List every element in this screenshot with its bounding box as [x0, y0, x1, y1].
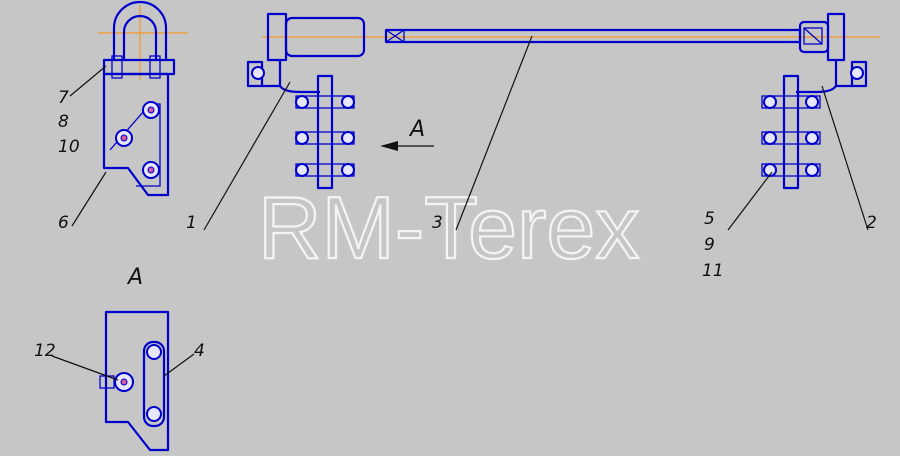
clamp-nut	[111, 55, 123, 79]
section-label: A	[126, 265, 143, 290]
nut	[295, 131, 309, 145]
nut	[805, 163, 819, 177]
view-arrow: A	[380, 117, 434, 151]
slot-bolt	[146, 406, 162, 422]
clamp-bolt	[102, 58, 176, 76]
callout-7: 7	[58, 88, 69, 108]
slot-bracket-4	[142, 340, 166, 428]
nut	[295, 163, 309, 177]
leader-6	[71, 171, 107, 227]
bar-end-left	[385, 29, 405, 43]
callouts: 7 8 10 6 1 3 2 5 9 11 4 12	[34, 88, 877, 361]
bolt-center	[120, 378, 128, 386]
nut	[763, 95, 777, 109]
bracket-plate-edge	[109, 103, 161, 187]
connecting-bar-3	[380, 28, 880, 44]
clamp-loop-inner	[122, 14, 158, 60]
leader-5	[727, 171, 773, 231]
callout-9: 9	[704, 235, 715, 255]
leader-lines	[51, 35, 869, 381]
watermark-text: RM-Terex	[258, 178, 639, 277]
nut	[805, 131, 819, 145]
bar-end-cross	[385, 29, 405, 43]
bolt-center	[147, 106, 155, 114]
view-arrow-head	[380, 141, 398, 151]
leader-2	[821, 85, 869, 231]
bar-body	[384, 28, 802, 44]
clamp-nut-2	[149, 55, 161, 79]
mount-bolt	[251, 66, 265, 80]
section-plate	[104, 310, 170, 452]
right-bend	[796, 85, 837, 94]
nut	[805, 95, 819, 109]
right-bracket-2	[761, 12, 868, 190]
right-sleeve-inner	[803, 27, 823, 45]
callout-3: 3	[432, 213, 443, 233]
bolt-center	[147, 166, 155, 174]
section-view-a: A	[99, 265, 170, 452]
side-view-bracket	[98, 0, 188, 197]
leader-4	[163, 353, 195, 377]
callout-11: 11	[702, 261, 724, 281]
callout-2: 2	[866, 213, 877, 233]
right-bolt-row	[761, 95, 821, 109]
leader-7	[69, 65, 107, 97]
slot-bolt	[146, 344, 162, 360]
right-bolt-row	[761, 131, 821, 145]
left-bracket-1	[246, 12, 380, 190]
mount-bolt	[850, 66, 864, 80]
bracket-plate-6	[102, 72, 170, 197]
right-sleeve-cross	[803, 27, 823, 45]
left-sleeve	[284, 16, 366, 58]
callout-12: 12	[34, 341, 56, 361]
callout-1: 1	[186, 213, 197, 233]
nut	[341, 95, 355, 109]
nut	[341, 163, 355, 177]
view-arrow-label: A	[408, 117, 425, 142]
leader-12	[51, 355, 119, 381]
nut	[295, 95, 309, 109]
callout-5: 5	[704, 209, 715, 229]
callout-8: 8	[58, 112, 69, 132]
nut	[763, 163, 777, 177]
leader-1	[203, 81, 291, 231]
bolt-center	[120, 134, 128, 142]
callout-10: 10	[58, 137, 80, 157]
left-bend	[279, 85, 320, 94]
nut	[763, 131, 777, 145]
nut	[341, 131, 355, 145]
right-bolt-row	[761, 163, 821, 177]
leader-3	[455, 35, 533, 231]
callout-4: 4	[194, 341, 205, 361]
clamp-loop	[112, 0, 168, 60]
callout-6: 6	[58, 213, 69, 233]
